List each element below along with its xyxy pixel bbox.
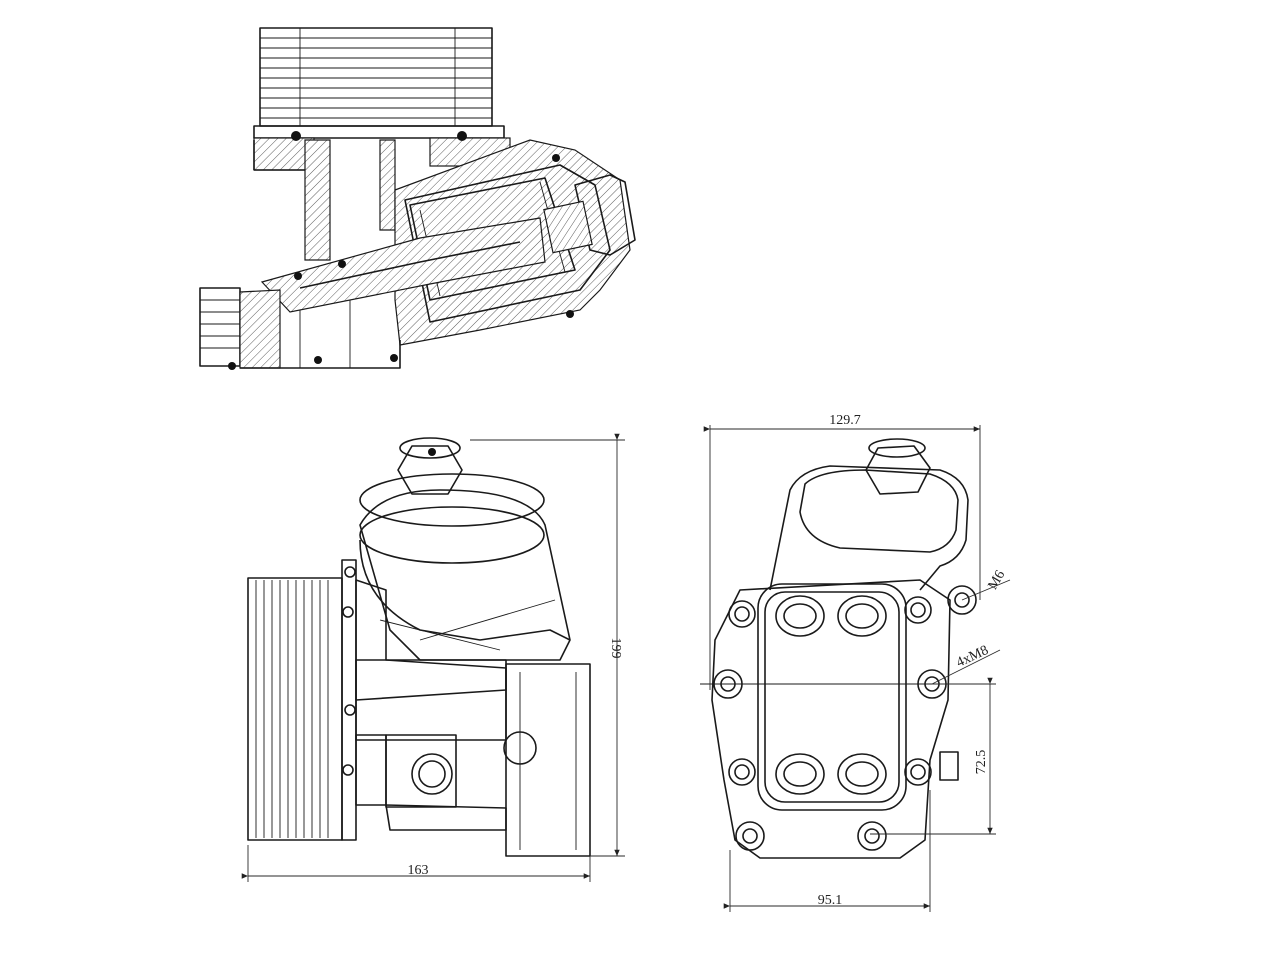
front-view-dimensions [703,425,1011,912]
dim-129-7-label: 129.7 [829,413,861,428]
dim-199-label: 199 [608,638,623,659]
front-view [700,438,990,859]
side-view-dimensions [241,433,625,882]
side-view [247,437,591,857]
dim-163-label: 163 [408,863,429,878]
dim-72-5-label: 72.5 [974,750,989,775]
dim-m8-label: 4xM8 [954,643,991,671]
cross-section-view [199,27,636,370]
cooler-fins [259,27,493,127]
dim-95-1-label: 95.1 [818,893,843,908]
